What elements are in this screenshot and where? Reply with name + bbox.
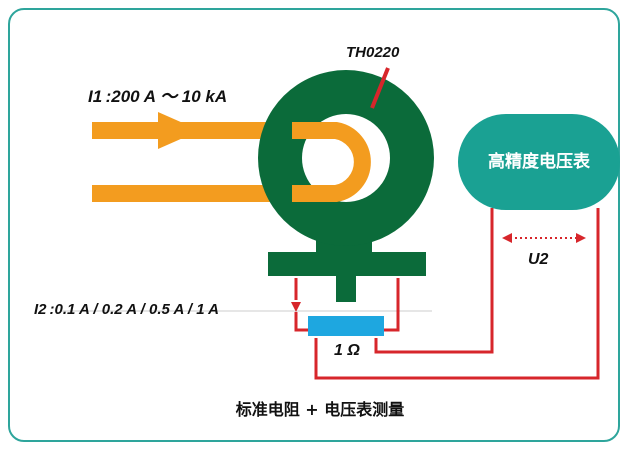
meter-label: 高精度电压表 [488,151,591,172]
voltage-arrow [502,233,586,243]
voltmeter [458,114,620,210]
device-model-label: TH0220 [346,44,400,61]
diagram-caption: 标准电阻 + 电压表测量 [235,400,405,419]
model-pointer-line [370,67,390,109]
conductor-loop [292,122,371,202]
secondary-wiring [294,208,600,380]
resistor [308,316,384,336]
secondary-current-arrow [291,302,301,312]
resistor-label: 1 Ω [334,342,360,359]
voltage-label: U2 [528,251,549,268]
secondary-current-label: I2 :0.1 A / 0.2 A / 0.5 A / 1 A [34,301,219,318]
current-direction-arrow [158,112,200,149]
primary-current-label: I1 :200 A 〜 10 kA [88,87,227,106]
